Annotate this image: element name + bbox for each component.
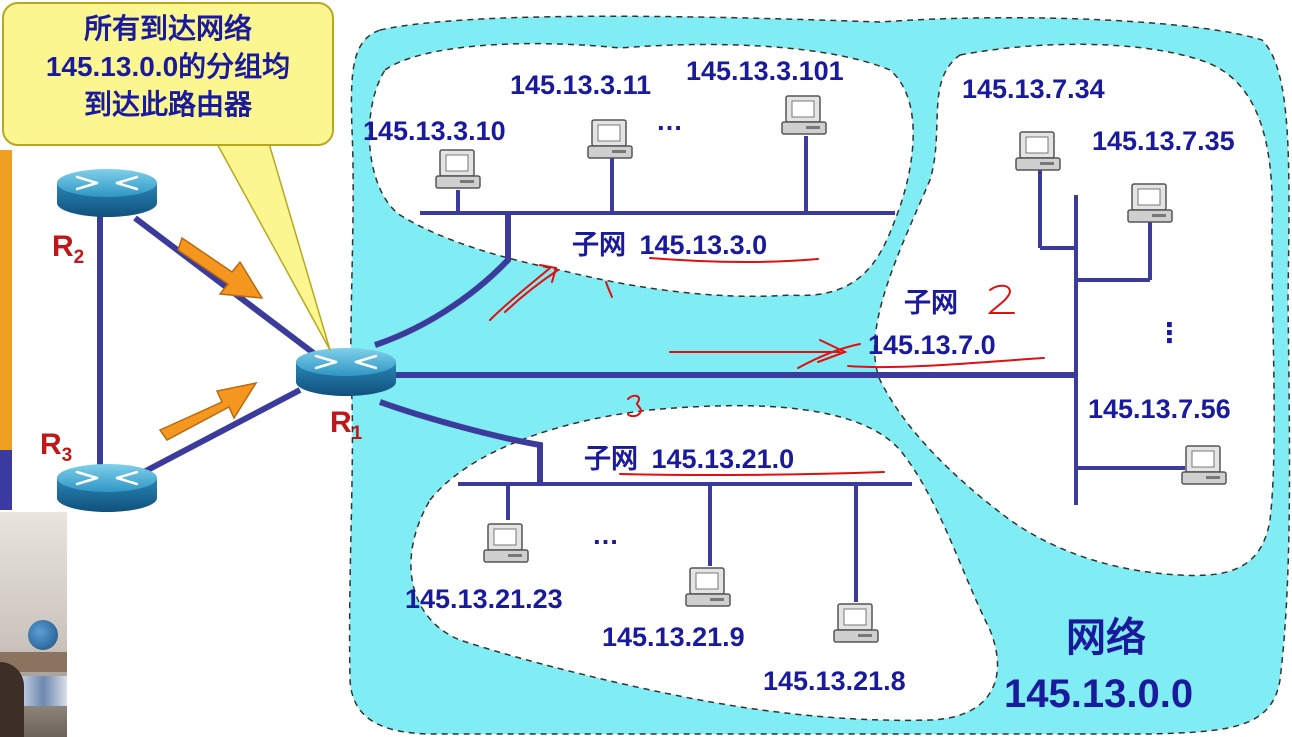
computer-icon (685, 567, 731, 607)
shelf (0, 652, 67, 672)
host-label: 145.13.21.9 (602, 622, 745, 652)
computer-icon (833, 603, 879, 643)
slide-accent-bar-dark (0, 450, 12, 510)
router-label-r1: R1 (330, 406, 363, 444)
network-label: 网络 (1066, 616, 1146, 660)
router-label-r3: R3 (40, 428, 73, 466)
computer-icon (1127, 183, 1173, 223)
network-address: 145.13.0.0 (1004, 672, 1194, 716)
router-icon (55, 167, 159, 219)
host-label: 145.13.3.10 (363, 116, 506, 146)
host-label: 145.13.3.101 (686, 56, 844, 86)
callout-box: 所有到达网络 145.13.0.0的分组均 到达此路由器 (2, 2, 334, 146)
computer-icon (781, 95, 827, 135)
webcam-overlay (0, 512, 67, 737)
slide-accent-bar (0, 150, 12, 450)
subnet-2-address: 145.13.7.0 (868, 330, 996, 360)
computer-icon (1181, 445, 1227, 485)
router-icon (55, 462, 159, 514)
books (20, 676, 67, 706)
subnet-2-label: 子网 (904, 288, 958, 318)
subnet-1-bus (420, 136, 895, 215)
subnet-3-name: 子网 145.13.21.0 (584, 444, 795, 474)
subnet-1-address: 145.13.3.0 (639, 230, 768, 260)
person-silhouette (0, 662, 24, 737)
router-icon (294, 346, 398, 398)
host-label: 145.13.3.11 (510, 70, 652, 100)
computer-icon (1015, 131, 1061, 171)
host-label: 145.13.21.8 (763, 666, 906, 696)
subnet-2-ellipsis: ⋮ (1156, 318, 1183, 348)
callout-line-2: 145.13.0.0的分组均 (45, 51, 291, 82)
host-label: 145.13.7.56 (1088, 394, 1231, 424)
router-label-r2: R2 (52, 230, 85, 268)
computer-icon (435, 149, 481, 189)
host-label: 145.13.21.23 (405, 584, 563, 614)
globe-icon (28, 620, 58, 650)
host-label: 145.13.7.34 (962, 74, 1105, 104)
callout-line-3: 到达此路由器 (83, 89, 252, 120)
subnet-1-name: 子网 145.13.3.0 (572, 230, 768, 260)
computer-icon (587, 119, 633, 159)
subnet-2-bus (1038, 170, 1185, 505)
host-label: 145.13.7.35 (1092, 126, 1235, 156)
handwritten-annotations (489, 257, 1045, 477)
subnet-3-address: 145.13.21.0 (651, 444, 795, 474)
subnet-1-ellipsis: … (656, 106, 683, 136)
subnet-3-bus (458, 482, 912, 602)
callout-line-1: 所有到达网络 (83, 13, 252, 44)
computer-icon (483, 523, 529, 563)
orange-arrow-icon (158, 236, 264, 441)
subnet-3-ellipsis: … (592, 520, 619, 550)
